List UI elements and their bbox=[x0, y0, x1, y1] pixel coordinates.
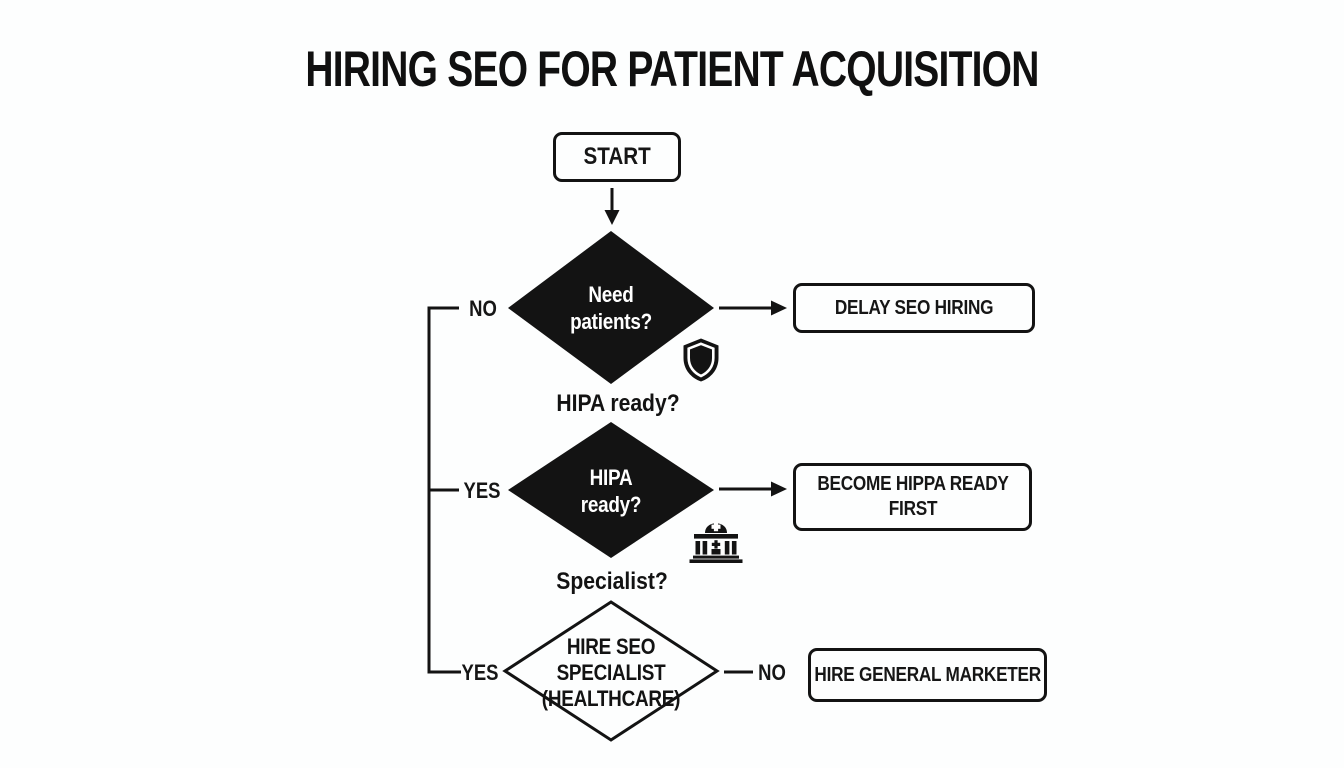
decision-need-patients bbox=[508, 231, 714, 384]
flowchart-title: HIRING SEO FOR PATIENT ACQUISITION bbox=[305, 41, 1039, 97]
process-hire-general-marketer-label: HIRE GENERAL MARKETER bbox=[814, 663, 1041, 686]
edge-label-yes-specialist: YES bbox=[461, 660, 499, 685]
edge-label-no-need-patients: NO bbox=[469, 296, 497, 321]
decision-hipa-ready-label: HIPA ready? bbox=[580, 465, 642, 517]
decision-need-patients-label: Need patients? bbox=[570, 282, 652, 334]
shield-icon bbox=[680, 337, 722, 383]
question-label-specialist: Specialist? bbox=[556, 568, 668, 595]
edge-label-no-specialist: NO bbox=[758, 660, 786, 685]
arrowhead-down-icon bbox=[604, 210, 620, 225]
edge-label-yes-hipa-ready: YES bbox=[463, 478, 501, 503]
arrowhead-right-icon bbox=[771, 481, 787, 497]
start-node: START bbox=[553, 132, 681, 182]
decision-hire-seo-specialist-label: HIRE SEO SPECIALIST (HEALTHCARE) bbox=[541, 634, 681, 711]
decision-hire-seo-specialist bbox=[502, 600, 720, 742]
process-hire-general-marketer: HIRE GENERAL MARKETER bbox=[808, 648, 1047, 702]
process-delay-seo-hiring: DELAY SEO HIRING bbox=[793, 283, 1035, 333]
process-become-hippa-ready: BECOME HIPPA READY FIRST bbox=[793, 463, 1032, 531]
decision-hipa-ready bbox=[508, 422, 714, 558]
start-node-label: START bbox=[583, 143, 651, 170]
process-delay-seo-hiring-label: DELAY SEO HIRING bbox=[834, 296, 994, 319]
question-label-hipa-ready: HIPA ready? bbox=[556, 390, 680, 417]
hospital-building-icon bbox=[683, 516, 749, 563]
process-become-hippa-ready-label: BECOME HIPPA READY FIRST bbox=[816, 473, 1009, 520]
arrowhead-right-icon bbox=[771, 300, 787, 316]
